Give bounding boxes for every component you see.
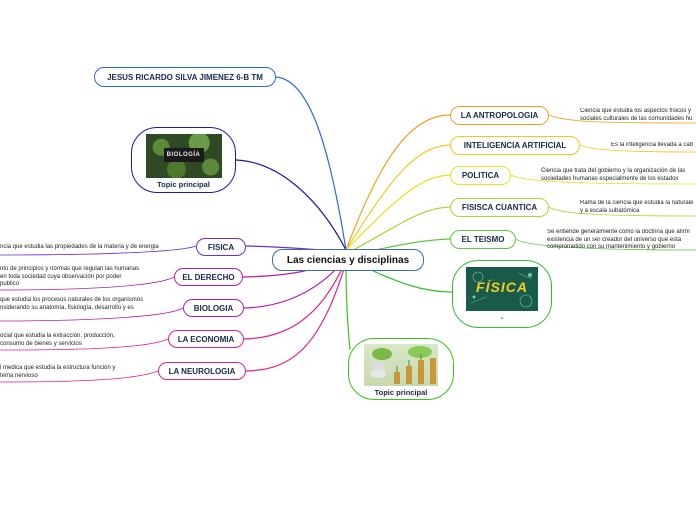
node-fisica-label: FISICA bbox=[207, 242, 235, 252]
link-ia-note bbox=[579, 144, 696, 153]
node-el-teismo-label: EL TEISMO bbox=[461, 235, 505, 244]
node-el-teismo[interactable]: EL TEISMO bbox=[450, 230, 516, 249]
central-topic-label: Las ciencias y disciplinas bbox=[286, 254, 410, 266]
link-teismo-note bbox=[515, 238, 696, 251]
topic-coins-caption: Topic principal bbox=[374, 388, 428, 397]
note-fisisca-cuantica: Rama de la ciencia que estudia la natura… bbox=[580, 200, 694, 214]
link-politica-note bbox=[510, 174, 696, 185]
central-topic[interactable]: Las ciencias y disciplinas bbox=[272, 249, 424, 271]
link-fisica-note bbox=[0, 245, 197, 256]
note-fisica: ncia que estudia las propiedades de la m… bbox=[0, 244, 159, 250]
note-el-teismo: Se entiende generalmente como la doctrin… bbox=[547, 229, 690, 250]
node-fisisca-cuantica-label: FISISCA CUANTICA bbox=[461, 203, 538, 212]
topic-fisica-card[interactable]: FÍSICA - bbox=[452, 260, 552, 328]
author-node[interactable]: JESUS RICARDO SILVA JIMENEZ 6-B TM bbox=[94, 67, 276, 87]
link-topic-biologia bbox=[235, 159, 347, 251]
link-cuantica bbox=[345, 206, 451, 255]
link-politica bbox=[345, 174, 451, 251]
link-antropologia-note bbox=[548, 114, 696, 124]
node-el-derecho-label: EL DERECHO bbox=[182, 272, 235, 282]
link-cuantica-note bbox=[548, 206, 696, 217]
link-antropologia bbox=[345, 114, 451, 251]
note-inteligencia-artificial: Es la inteligencia llevada a cab bbox=[611, 142, 694, 148]
link-economia-note bbox=[0, 338, 169, 351]
link-topic-coins bbox=[345, 261, 351, 351]
node-la-neurologia[interactable]: LA NEUROLOGIA bbox=[158, 362, 246, 380]
biologia-image-text: BIOLOGÍA bbox=[166, 152, 201, 158]
node-inteligencia-artificial[interactable]: INTELIGENCIA ARTIFICIAL bbox=[450, 136, 580, 155]
link-ia bbox=[345, 144, 451, 251]
topic-biologia-caption: Topic principal bbox=[157, 180, 210, 189]
author-label: JESUS RICARDO SILVA JIMENEZ 6-B TM bbox=[107, 72, 263, 82]
biologia-image-banner: BIOLOGÍA bbox=[163, 148, 204, 162]
fisica-image: FÍSICA bbox=[466, 267, 538, 311]
link-neurologia-note bbox=[0, 370, 159, 383]
topic-fisica-caption: - bbox=[500, 313, 504, 322]
note-la-economia: ocial que estudia la extracción, producc… bbox=[0, 333, 115, 347]
node-fisisca-cuantica[interactable]: FISISCA CUANTICA bbox=[450, 198, 549, 217]
biologia-image: BIOLOGÍA bbox=[145, 134, 222, 178]
node-la-neurologia-label: LA NEUROLOGIA bbox=[168, 366, 236, 376]
note-la-antropologia: Ciencia que estudia los aspectos físicos… bbox=[580, 108, 693, 122]
link-neurologia bbox=[245, 261, 347, 372]
coins-image-art bbox=[370, 346, 436, 384]
coins-image bbox=[364, 344, 438, 386]
node-la-antropologia[interactable]: LA ANTROPOLOGIA bbox=[450, 106, 549, 125]
node-biologia-label: BIOLOGIA bbox=[193, 303, 234, 313]
fisica-image-art bbox=[470, 271, 533, 308]
link-biologia-note bbox=[0, 307, 184, 322]
link-derecho-note bbox=[0, 276, 175, 291]
link-author bbox=[95, 76, 347, 251]
node-inteligencia-artificial-label: INTELIGENCIA ARTIFICIAL bbox=[463, 141, 567, 150]
node-la-economia-label: LA ECONOMIA bbox=[177, 334, 235, 344]
link-economia bbox=[243, 259, 347, 340]
node-el-derecho[interactable]: EL DERECHO bbox=[174, 268, 243, 286]
fisica-image-text: FÍSICA bbox=[476, 279, 528, 295]
node-politica[interactable]: POLITICA bbox=[450, 166, 511, 185]
note-politica: Ciencia que trata del gobierno y la orga… bbox=[541, 168, 686, 182]
node-fisica[interactable]: FISICA bbox=[196, 238, 246, 256]
node-biologia[interactable]: BIOLOGIA bbox=[183, 299, 244, 317]
topic-biologia-card[interactable]: BIOLOGÍA Topic principal bbox=[131, 127, 236, 193]
node-politica-label: POLITICA bbox=[461, 171, 500, 180]
note-biologia: que estudia los procesos naturales de lo… bbox=[0, 297, 144, 311]
note-el-derecho: nto de principios y normas que regulan l… bbox=[0, 266, 140, 287]
note-la-neurologia: l medica que estudia la estructura funci… bbox=[0, 365, 116, 379]
node-la-antropologia-label: LA ANTROPOLOGIA bbox=[460, 111, 539, 120]
topic-coins-card[interactable]: Topic principal bbox=[348, 338, 454, 400]
node-la-economia[interactable]: LA ECONOMIA bbox=[168, 330, 244, 348]
